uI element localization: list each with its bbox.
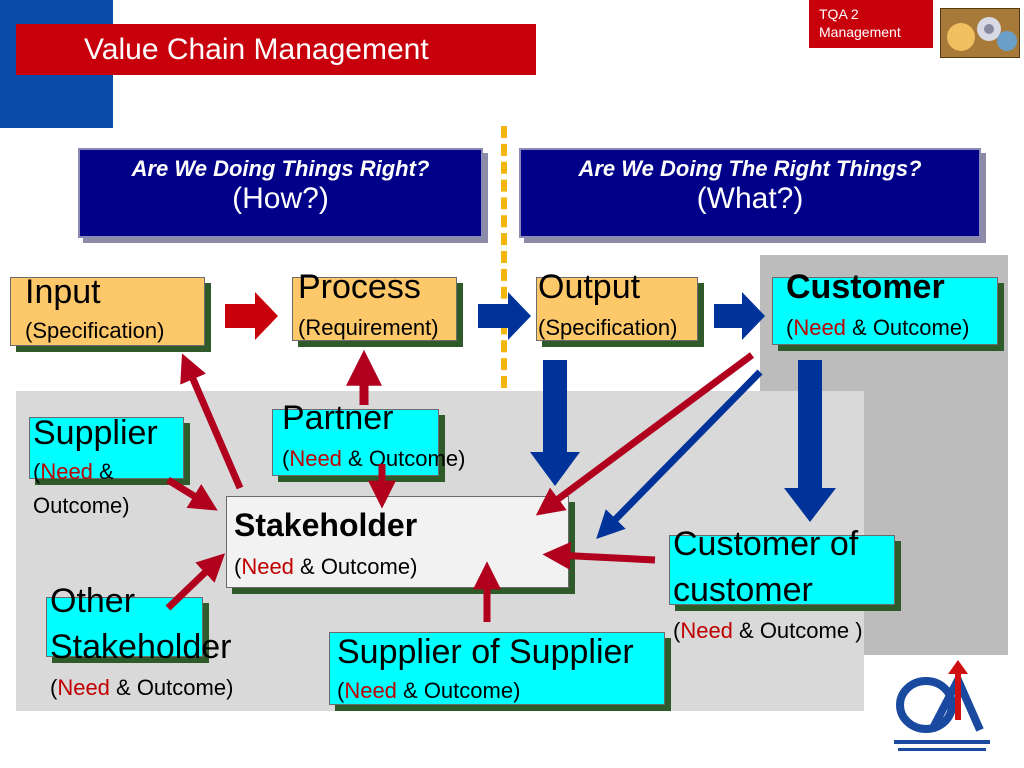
- supplier-open: (: [33, 459, 41, 484]
- other-line2: Stakeholder: [50, 628, 232, 666]
- supplier-need: Need: [40, 459, 93, 484]
- stakeholder-title: Stakeholder: [234, 507, 418, 543]
- output-box: [536, 277, 698, 341]
- output-sub: (Specification): [538, 315, 678, 340]
- process-box: [292, 277, 457, 341]
- coc-need: Need: [680, 618, 733, 643]
- input-sub: (Specification): [25, 318, 165, 343]
- process-sub: (Requirement): [298, 315, 439, 340]
- customer-need: Need: [793, 315, 846, 340]
- other-to-stakeholder-arrow: [165, 553, 226, 611]
- stakeholder-open: (: [234, 554, 242, 579]
- input-to-process-arrow: [225, 292, 278, 340]
- output-title: Output: [538, 268, 641, 306]
- partner-title: Partner: [282, 399, 394, 437]
- coc-sub: (Need & Outcome ): [673, 617, 863, 645]
- customer-to-stakeholder-blue-arrow: [596, 369, 763, 539]
- other-need: Need: [57, 675, 110, 700]
- coc-rest: & Outcome ): [732, 618, 863, 643]
- question-how-box: Are We Doing Things Right? (How?): [78, 148, 483, 238]
- partner-rest: & Outcome): [341, 446, 466, 471]
- process-title: Process: [298, 268, 421, 306]
- question-how-line2: (How?): [232, 182, 329, 215]
- customer-down-arrow: [784, 360, 836, 522]
- partner-sub: (Need & Outcome): [282, 445, 465, 473]
- sos-open: (: [337, 678, 345, 703]
- coc-to-stakeholder-arrow: [542, 541, 656, 570]
- other-sub: (Need & Outcome): [50, 674, 233, 702]
- corner-line2: Management: [819, 24, 901, 40]
- other-rest: & Outcome): [109, 675, 234, 700]
- supplier-box: [29, 417, 184, 479]
- stakeholder-sub: (Need & Outcome): [234, 553, 417, 581]
- question-what-line2: (What?): [696, 182, 804, 215]
- sos-rest: & Outcome): [396, 678, 521, 703]
- page-title: Value Chain Management: [16, 24, 536, 75]
- question-how-line1: Are We Doing Things Right?: [131, 156, 430, 181]
- coc-line2: customer: [673, 571, 813, 609]
- corner-badge: TQA 2 Management: [809, 0, 933, 48]
- customer-sub: (Need & Outcome): [786, 314, 969, 342]
- supplier-sub: (Need &: [33, 458, 114, 486]
- input-box: [10, 277, 205, 346]
- supplier-rest: &: [92, 459, 114, 484]
- sos-title: Supplier of Supplier: [337, 633, 634, 671]
- supplier-line3: Outcome): [33, 493, 130, 518]
- question-what-line1: Are We Doing The Right Things?: [578, 156, 922, 181]
- stakeholder-to-input-arrow: [180, 353, 244, 490]
- customer-open: (: [786, 315, 794, 340]
- stakeholder-box: [226, 496, 569, 588]
- process-to-output-arrow: [478, 292, 531, 340]
- coc-open: (: [673, 618, 681, 643]
- supplier-to-stakeholder-arrow: [166, 477, 218, 511]
- output-to-customer-arrow: [714, 292, 765, 340]
- stakeholder-rest: & Outcome): [293, 554, 418, 579]
- clover-photo-icon: [940, 8, 1020, 58]
- customer-to-stakeholder-red-arrow: [535, 352, 755, 516]
- supplier-of-supplier-box: [329, 632, 665, 705]
- corner-line1: TQA 2: [819, 6, 859, 22]
- customer-of-customer-box: [669, 535, 895, 605]
- output-down-arrow: [530, 360, 580, 486]
- other-open: (: [50, 675, 58, 700]
- stakeholder-need: Need: [241, 554, 294, 579]
- customer-box: [772, 277, 998, 345]
- coc-line1: Customer of: [673, 525, 859, 563]
- partner-open: (: [282, 446, 290, 471]
- other-line1: Other: [50, 582, 136, 620]
- supplier-title: Supplier: [33, 414, 158, 452]
- sos-sub: (Need & Outcome): [337, 677, 520, 705]
- other-stakeholder-box: [46, 597, 203, 657]
- divider-dashed-line: [501, 126, 507, 388]
- input-title: Input: [25, 273, 101, 311]
- partner-box: [272, 409, 439, 476]
- sos-need: Need: [344, 678, 397, 703]
- partner-need: Need: [289, 446, 342, 471]
- customer-title: Customer: [786, 268, 945, 306]
- tpi-logo-icon: [888, 660, 998, 760]
- question-what-box: Are We Doing The Right Things? (What?): [519, 148, 981, 238]
- customer-rest: & Outcome): [845, 315, 970, 340]
